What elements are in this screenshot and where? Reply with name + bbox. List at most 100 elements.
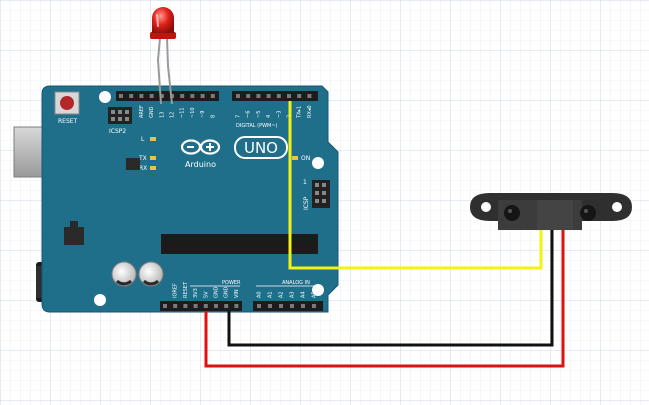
header-pin-hole[interactable] xyxy=(193,304,198,308)
header-pin-hole[interactable] xyxy=(129,94,134,98)
header-pin-hole[interactable] xyxy=(246,94,251,98)
header-pin-hole[interactable] xyxy=(203,304,208,308)
signal-wire xyxy=(288,101,543,270)
sensor-detector-lens xyxy=(580,205,596,221)
led-tx-label: TX xyxy=(138,155,147,162)
header-pin-hole[interactable] xyxy=(266,94,271,98)
led-on-label: ON xyxy=(301,155,310,162)
mounting-hole xyxy=(94,294,106,306)
pin-label: IOREF xyxy=(173,283,179,298)
header-pin-hole[interactable] xyxy=(210,94,215,98)
analog-label: ANALOG IN xyxy=(282,280,310,286)
header-pin-hole[interactable] xyxy=(236,94,240,98)
uno-badge xyxy=(234,136,288,159)
led-tx-indicator xyxy=(150,156,156,160)
analog-header xyxy=(253,301,323,311)
ir-distance-sensor xyxy=(470,193,632,230)
power-wire xyxy=(204,230,565,368)
header-pin-hole[interactable] xyxy=(297,94,302,98)
pin-label: RESET xyxy=(183,281,189,298)
voltage-regulator xyxy=(64,227,84,245)
pin-label: TX▸1 xyxy=(297,106,303,119)
header-pin-hole[interactable] xyxy=(268,304,272,308)
header-pin-hole[interactable] xyxy=(173,304,178,308)
pin-label: ~6 xyxy=(246,111,252,118)
pin-label: A5 xyxy=(312,291,318,298)
header-pin-hole[interactable] xyxy=(214,304,218,308)
reset-label: RESET xyxy=(58,118,78,125)
header-pin-hole[interactable] xyxy=(257,304,261,308)
pin-label: ~10 xyxy=(190,107,196,118)
header-pin-hole[interactable] xyxy=(224,304,229,308)
icsp-label: ICSP xyxy=(303,196,310,210)
header-pin-hole[interactable] xyxy=(149,94,154,98)
header-pin-hole[interactable] xyxy=(290,304,294,308)
pin-label: 3V3 xyxy=(193,288,199,298)
sensor-emitter-lens xyxy=(504,205,520,221)
pin-label: RX◂0 xyxy=(307,105,313,118)
icsp-header xyxy=(312,180,330,208)
pin-label: ~3 xyxy=(276,111,282,118)
pin-label: GND xyxy=(149,106,155,118)
header-pin-hole[interactable] xyxy=(279,304,283,308)
led-rx-label: RX xyxy=(139,165,147,172)
ground-wire xyxy=(227,230,554,347)
pin-label: A3 xyxy=(290,291,296,298)
mounting-hole xyxy=(481,202,491,212)
header-pin-hole[interactable] xyxy=(119,94,123,98)
mounting-hole xyxy=(312,284,324,296)
power-header xyxy=(160,301,242,311)
header-pin-hole[interactable] xyxy=(287,94,291,98)
header-pin-hole[interactable] xyxy=(183,304,188,308)
header-pin-hole[interactable] xyxy=(276,94,281,98)
icsp-pin1-label: 1 xyxy=(303,179,307,186)
header-pin-hole[interactable] xyxy=(312,304,316,308)
header-pin-hole[interactable] xyxy=(301,304,305,308)
pin-label: GND xyxy=(214,286,220,298)
pin-label: A4 xyxy=(301,291,307,298)
power-pin-labels: IOREF RESET 3V3 5V GND GND VIN xyxy=(173,281,240,298)
pin-label: 7 xyxy=(236,115,242,118)
header-pin-hole[interactable] xyxy=(159,94,164,98)
pin-label: ~9 xyxy=(200,111,206,118)
led-l-label: L xyxy=(141,136,145,143)
red-led xyxy=(150,7,176,105)
pin-label: A2 xyxy=(279,291,285,298)
pin-label: 4 xyxy=(266,115,272,118)
board-brand: Arduino xyxy=(185,160,216,169)
pin-label: GND xyxy=(224,286,230,298)
reset-button-cap[interactable] xyxy=(60,96,74,110)
header-pin-hole[interactable] xyxy=(139,94,144,98)
crystal-component xyxy=(126,158,140,170)
led-on-indicator xyxy=(292,156,298,160)
header-pin-hole[interactable] xyxy=(163,304,167,308)
header-pin-hole[interactable] xyxy=(200,94,205,98)
arduino-logo-icon xyxy=(180,139,221,155)
mounting-hole xyxy=(612,202,622,212)
capacitor xyxy=(138,261,164,287)
pin-label: 8 xyxy=(210,115,216,118)
pin-label: VIN xyxy=(234,289,240,298)
pin-label: 5V xyxy=(203,291,209,298)
mounting-hole xyxy=(312,157,324,169)
pin-label: ~11 xyxy=(180,107,186,118)
pin-label: 12 xyxy=(170,112,176,118)
capacitor xyxy=(111,261,137,287)
digital-label: DIGITAL (PWM~) xyxy=(236,123,278,129)
pin-label: A1 xyxy=(268,291,274,298)
header-pin-hole[interactable] xyxy=(256,94,261,98)
board-pcb xyxy=(41,85,339,313)
header-pin-hole[interactable] xyxy=(180,94,185,98)
mounting-hole xyxy=(99,91,111,103)
digital-header xyxy=(116,91,318,101)
pin-label: 13 xyxy=(159,112,165,118)
header-pin-hole[interactable] xyxy=(234,304,239,308)
led-rx-indicator xyxy=(150,166,156,170)
pin-label: A0 xyxy=(257,291,263,298)
header-pin-hole[interactable] xyxy=(190,94,195,98)
power-label: POWER xyxy=(222,280,241,286)
header-pin-hole[interactable] xyxy=(307,94,312,98)
pin-label: ~5 xyxy=(256,111,262,118)
icsp2-label: ICSP2 xyxy=(109,128,126,135)
